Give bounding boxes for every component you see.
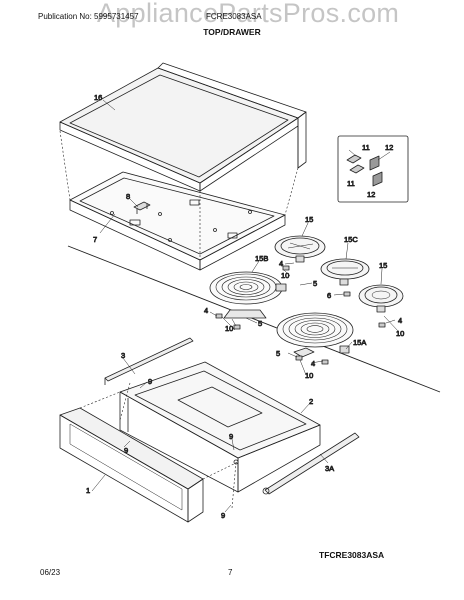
callout-5-c: 5 [276,349,280,358]
main-top-frame-part [69,171,286,271]
callout-15B: 15B [255,254,268,263]
drawer-slide-3 [104,337,194,385]
radiant-element-15-top [274,235,326,263]
leader-lines [91,99,399,513]
callout-15A: 15A [353,338,366,347]
callout-15-right: 15 [379,261,387,270]
radiant-element-15B [209,271,287,319]
callout-9-d: 9 [221,511,225,520]
footer-date: 06/23 [40,568,61,577]
radiant-element-15A [276,312,354,358]
callout-8: 8 [126,192,130,201]
separator-line [67,245,441,393]
radiant-element-15-right [358,284,404,313]
callout-10-b: 10 [225,324,233,333]
callout-1: 1 [86,486,90,495]
drawer-front-panel-part [59,407,204,523]
model-number: FCRE3083ASA [206,12,262,21]
callout-6: 6 [327,291,331,300]
drawer-body-part [119,361,321,493]
callout-9-c: 9 [229,432,233,441]
callout-16: 16 [94,93,102,102]
callout-4-d: 4 [398,316,402,325]
callout-3: 3 [121,351,125,360]
callout-4-b: 4 [204,306,208,315]
callout-3A: 3A [325,464,334,473]
callout-10-d: 10 [396,329,404,338]
callout-4-a: 4 [279,259,283,268]
callout-10-c: 10 [305,371,313,380]
page-number: 7 [228,568,233,577]
callout-5-a: 5 [313,279,317,288]
section-title: TOP/DRAWER [203,27,261,37]
callout-15-top: 15 [305,215,313,224]
callout-12-b: 12 [367,190,375,199]
publication-number: Publication No: 5995731457 [38,12,139,21]
callout-11-b: 11 [347,179,355,188]
drawer-slide-3A [262,432,360,495]
alignment-lines-top [59,130,299,260]
radiant-element-15C [320,258,370,286]
callout-4-c: 4 [311,359,315,368]
callout-10-a: 10 [281,271,289,280]
callout-7: 7 [93,235,97,244]
alignment-lines-drawer [79,382,239,509]
callout-15C: 15C [344,235,358,244]
inset-parts-box [337,135,409,203]
element-clips [215,265,386,365]
callout-2: 2 [309,397,313,406]
diagram-code: TFCRE3083ASA [319,550,385,560]
callout-9-b: 9 [124,446,128,455]
callout-12-a: 12 [385,143,393,152]
callout-11-a: 11 [362,143,370,152]
cooktop-glass-part [59,62,307,192]
callout-5-b: 5 [258,319,262,328]
watermark-text: AppliancePartsPros.com [97,0,400,28]
callout-9-a: 9 [148,377,152,386]
